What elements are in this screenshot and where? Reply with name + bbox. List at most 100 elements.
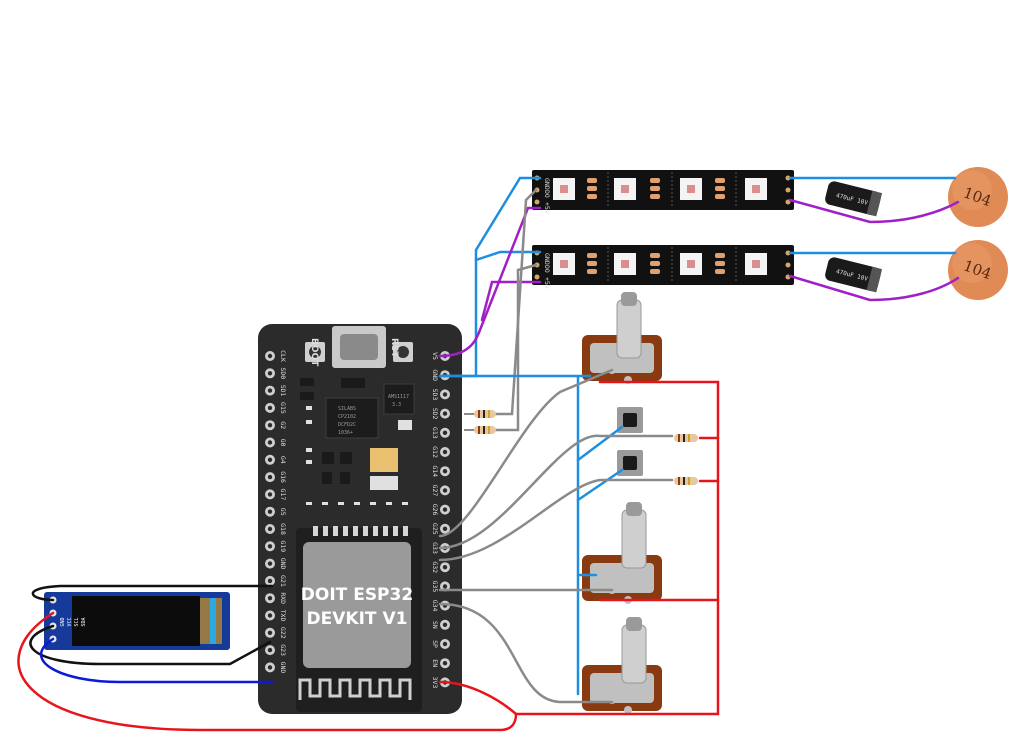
- wires: [17, 176, 960, 732]
- voltage-regulator: AMS1117 3.3: [383, 383, 415, 415]
- led-bot-4: [745, 253, 767, 275]
- board-title-line1: DOIT ESP32: [301, 585, 413, 605]
- wire-blue-gnd-bus: [438, 374, 592, 696]
- led-bot-2: [614, 253, 636, 275]
- right-pin-label: G13: [431, 427, 439, 439]
- left-pin-label: GND: [279, 558, 287, 570]
- wire-blue-strip-bottom: [474, 250, 542, 262]
- push-button-2: [617, 450, 643, 476]
- left-pin-sd0: SD0: [265, 367, 287, 379]
- right-pin-label: G14: [431, 465, 439, 477]
- led-top-4: [745, 178, 767, 200]
- right-pin-label: G27: [431, 485, 439, 497]
- left-pin-g22: G22: [265, 627, 287, 639]
- left-pin-label: G18: [279, 523, 287, 535]
- left-pin-label: GND: [279, 662, 287, 674]
- left-pin-g23: G23: [265, 644, 287, 656]
- led-bot-3: [680, 253, 702, 275]
- left-pin-g0: G0: [265, 437, 287, 448]
- pcb-antenna: [298, 678, 412, 700]
- right-pin-label: SN: [431, 621, 439, 629]
- right-pin-sd2: SD2: [431, 408, 450, 420]
- wire-gray-strip-bottom: [494, 263, 538, 432]
- usb-uart-chip: SILABS CP2102 DCFD2C 1036+: [325, 397, 379, 439]
- wire-blue-button-2: [576, 468, 624, 502]
- left-pin-sd1: SD1: [265, 385, 287, 397]
- led-top-1: [553, 178, 575, 200]
- right-pin-g27: G27: [431, 485, 450, 497]
- left-pin-g5: G5: [265, 506, 287, 517]
- left-pin-rxd: RXD: [265, 592, 287, 604]
- right-pin-g14: G14: [431, 465, 450, 477]
- wire-gray-pot-bottom: [438, 602, 614, 704]
- left-pin-g21: G21: [265, 575, 287, 587]
- wire-red-3v3: [438, 380, 720, 716]
- left-pin-g16: G16: [265, 471, 287, 483]
- rst-label: RST: [389, 338, 399, 358]
- wire-red-oled-vcc: [17, 611, 518, 732]
- wire-purple-cap-top: [788, 198, 960, 224]
- left-pin-g19: G19: [265, 540, 287, 552]
- wire-gray-pot-top: [438, 368, 614, 538]
- oled-pin-label-gnd: GND: [60, 617, 66, 626]
- left-pin-gnd: GND: [265, 662, 287, 674]
- wire-black-oled-gnd: [31, 584, 274, 602]
- ceramic-capacitor-top: 104: [948, 167, 1008, 227]
- strip-pad-label: GND: [543, 178, 551, 190]
- wire-blue-button-1: [576, 425, 624, 462]
- left-pin-label: CLK: [279, 350, 287, 362]
- right-pin-g25: G25: [431, 523, 450, 535]
- resistor-3: [674, 434, 698, 442]
- resistor-2: [464, 426, 500, 434]
- right-pin-label: G32: [431, 561, 439, 573]
- reg-line2: 3.3: [392, 402, 401, 408]
- right-pin-label: SD3: [431, 389, 439, 401]
- right-pin-sn: SN: [431, 619, 450, 630]
- oled-pin-label-sda: SDA: [81, 617, 87, 626]
- left-pin-label: G15: [279, 402, 287, 414]
- chip1-line1: SILABS: [338, 406, 356, 412]
- wire-gray-strip-top: [494, 188, 538, 416]
- left-pin-label: G17: [279, 489, 287, 501]
- left-pin-label: G5: [279, 508, 287, 516]
- right-pin-g12: G12: [431, 446, 450, 458]
- left-pin-label: RXD: [279, 592, 287, 604]
- chip1-line3: DCFD2C: [338, 422, 356, 428]
- strip-pad-label: GND: [543, 253, 551, 265]
- wire-blue-oled-sda: [39, 637, 274, 684]
- left-pin-g17: G17: [265, 489, 287, 501]
- right-pin-en: EN: [431, 658, 450, 669]
- left-pin-label: G21: [279, 575, 287, 587]
- strip-pad-label: DO: [543, 265, 551, 273]
- left-pin-label: G2: [279, 421, 287, 429]
- left-pin-g4: G4: [265, 454, 287, 465]
- right-pin-sd3: SD3: [431, 389, 450, 401]
- left-pin-label: G16: [279, 471, 287, 483]
- right-pin-label: SP: [431, 640, 439, 648]
- esp32-module: DOIT ESP32 DEVKIT V1: [296, 526, 422, 712]
- right-pin-label: G34: [431, 600, 439, 612]
- led-top-2: [614, 178, 636, 200]
- push-button-1: [617, 407, 643, 433]
- strip-pad-label: +5V: [543, 202, 551, 214]
- right-pin-g32: G32: [431, 561, 450, 573]
- resistor-4: [674, 477, 698, 485]
- right-pin-label: G33: [431, 542, 439, 554]
- potentiometer-bottom: [582, 617, 662, 714]
- boot-label: BOOT: [309, 338, 319, 367]
- oled-pin-label-scl: SCL: [74, 617, 80, 626]
- left-pin-label: TXD: [279, 610, 287, 622]
- led-bot-1: [553, 253, 575, 275]
- left-pin-gnd: GND: [265, 558, 287, 570]
- wire-purple-cap-bottom: [788, 274, 960, 302]
- boot-button: [305, 342, 325, 362]
- led-strip-top: [532, 170, 794, 210]
- electrolytic-capacitor-top: 470uF 10V: [825, 181, 883, 217]
- esp32-board: BOOT RST SILABS CP2102 DCFD2C 1036+ AMS1…: [258, 324, 462, 714]
- led-strip-bottom: [532, 245, 794, 285]
- electrolytic-capacitor-bottom: 470uF 10V: [825, 257, 883, 293]
- right-pin-sp: SP: [431, 639, 450, 649]
- left-pin-label: G0: [279, 439, 287, 447]
- oled-pin-label-vcc: VCC: [67, 617, 73, 626]
